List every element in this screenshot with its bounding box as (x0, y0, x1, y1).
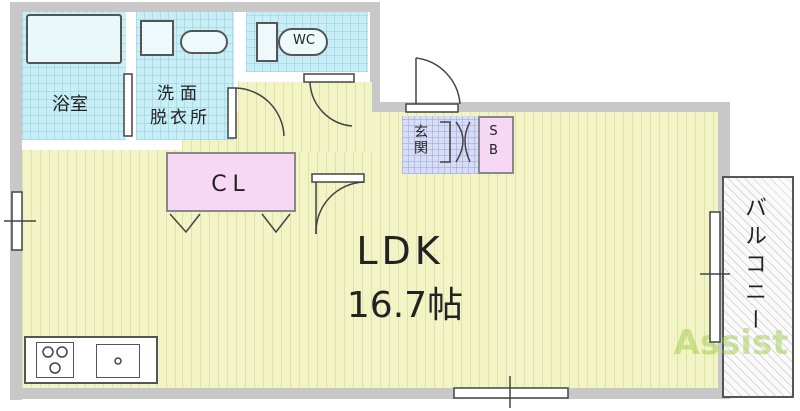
sink (96, 344, 140, 378)
wc-label: WC (293, 33, 315, 48)
balcony-label: バルコニー (741, 196, 766, 336)
toilet-bowl (278, 28, 328, 56)
balcony (722, 176, 794, 398)
bath-label: 浴室 (52, 94, 88, 115)
shoe-box (478, 116, 514, 174)
washing-machine-pan (140, 20, 174, 56)
washbasin (180, 30, 228, 54)
hall-area (238, 82, 372, 152)
entrance-label: 玄関 (412, 124, 428, 156)
washroom-label-line1: 洗面 (157, 84, 203, 104)
wall-top-right (370, 102, 730, 114)
ldk-label: LDK (356, 229, 444, 273)
closet-label: CL (211, 172, 251, 197)
outer-wall-top-left (10, 2, 380, 12)
ldk-size-label: 16.7帖 (346, 285, 464, 326)
watermark-logo: Assist (673, 323, 789, 363)
washroom-label-line2: 脱衣所 (150, 108, 210, 128)
closet (166, 152, 296, 212)
shoe-box-label: SB (486, 124, 501, 162)
wall-upper-right (370, 2, 380, 112)
stove (36, 342, 74, 378)
toilet-tank (256, 22, 278, 62)
bathtub (26, 14, 122, 64)
